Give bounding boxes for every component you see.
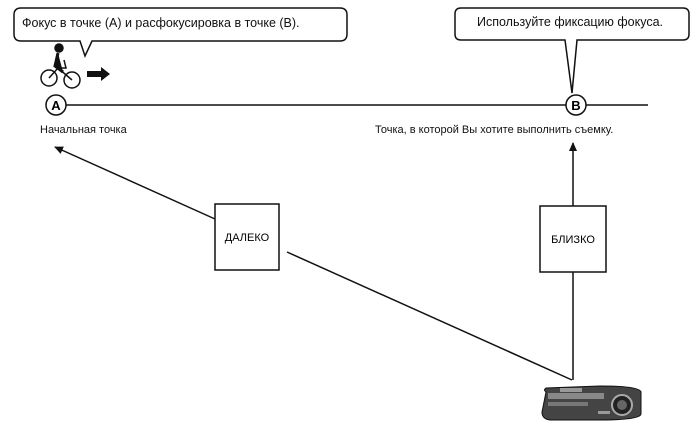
point-b-letter: B [571, 98, 580, 113]
far-box-label: ДАЛЕКО [225, 232, 270, 244]
point-a-letter: A [51, 98, 61, 113]
far-box: ДАЛЕКО [214, 203, 280, 271]
point-b-marker: B [565, 94, 587, 116]
camera-icon [541, 385, 642, 421]
right-arrow-icon [87, 67, 110, 81]
callout-b [454, 7, 690, 94]
callout-a-text: Фокус в точке (A) и расфокусировка в точ… [22, 16, 300, 30]
point-a-label: Начальная точка [40, 124, 127, 136]
point-b-label: Точка, в которой Вы хотите выполнить съе… [375, 124, 614, 136]
near-box-label: БЛИЗКО [551, 234, 595, 246]
point-a-marker: A [45, 94, 67, 116]
callout-a [13, 7, 348, 59]
far-path-upper [54, 146, 216, 220]
callout-b-text: Используйте фиксацию фокуса. [477, 15, 664, 29]
cyclist-icon [40, 43, 81, 89]
far-path-lower [286, 251, 573, 381]
near-box: БЛИЗКО [539, 205, 607, 273]
